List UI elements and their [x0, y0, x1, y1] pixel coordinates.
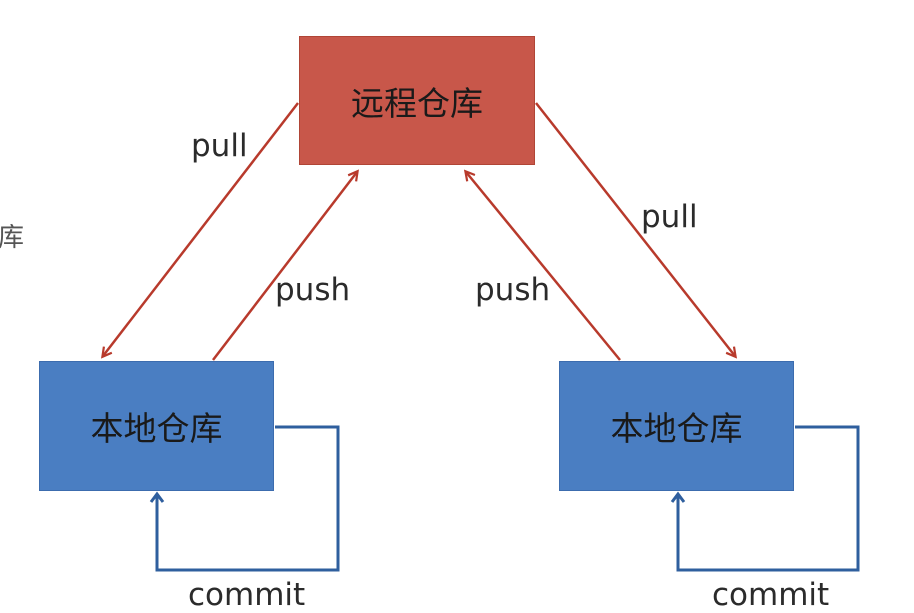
pull-label-left: pull: [191, 128, 248, 164]
local-repo-node-left: 本地仓库: [39, 361, 274, 491]
pull-arrow-right: [535, 102, 735, 356]
push-arrow-right: [466, 172, 621, 361]
remote-repo-label: 远程仓库: [351, 83, 483, 123]
commit-label-left: commit: [188, 577, 306, 613]
local-repo-label-right: 本地仓库: [610, 409, 743, 448]
push-arrow-left: [212, 172, 357, 361]
pull-arrow-left: [103, 102, 299, 356]
commit-loop-right: [670, 425, 860, 572]
commit-loop-left: [149, 425, 340, 572]
remote-repo-node: 远程仓库: [299, 36, 535, 165]
local-repo-label-left: 本地仓库: [90, 409, 223, 448]
push-label-left: push: [275, 272, 351, 308]
push-label-right: push: [475, 272, 551, 308]
edge-fragment-text: 库: [0, 223, 25, 253]
local-repo-node-right: 本地仓库: [559, 361, 794, 491]
pull-label-right: pull: [641, 199, 698, 235]
commit-label-right: commit: [712, 577, 830, 613]
